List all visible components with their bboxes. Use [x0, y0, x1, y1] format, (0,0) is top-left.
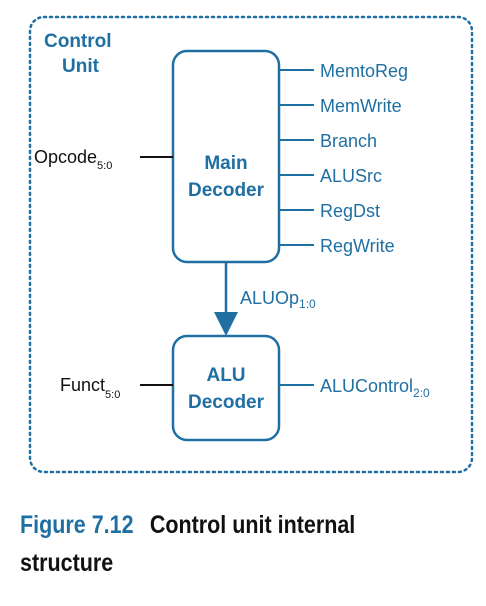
main-decoder-label-line1: Main [204, 153, 247, 174]
control-unit-diagram: Control Unit Main Decoder Opcode5:0 Memt… [28, 15, 474, 474]
control-unit-label-line1: Control [44, 31, 112, 52]
aluop-arrowhead [214, 312, 238, 336]
alu-decoder-label-line1: ALU [206, 365, 245, 386]
caption-figure-word: Figure [20, 511, 86, 539]
caption-figure-number: 7.12 [91, 511, 134, 539]
alu-decoder-block [171, 334, 281, 442]
output-memwrite: MemWrite [320, 96, 402, 116]
alu-decoder-label-line2: Decoder [188, 392, 265, 413]
figure-caption: Figure 7.12 Control unit internal struct… [20, 506, 407, 582]
output-alusrc: ALUSrc [320, 166, 382, 186]
main-decoder-outputs: MemtoReg MemWrite Branch ALUSrc RegDst R… [279, 61, 408, 256]
output-branch: Branch [320, 131, 377, 151]
output-memtoreg: MemtoReg [320, 61, 408, 81]
funct-label: Funct5:0 [60, 375, 120, 401]
alucontrol-label: ALUControl2:0 [320, 376, 430, 400]
control-unit-label-line2: Unit [62, 56, 100, 77]
control-unit-boundary [28, 15, 474, 474]
opcode-label: Opcode5:0 [34, 147, 112, 172]
output-regwrite: RegWrite [320, 236, 395, 256]
main-decoder-label-line2: Decoder [188, 180, 265, 201]
output-regdst: RegDst [320, 201, 380, 221]
aluop-label: ALUOp1:0 [240, 288, 316, 311]
caption-text: Control unit internal structure [20, 511, 356, 577]
